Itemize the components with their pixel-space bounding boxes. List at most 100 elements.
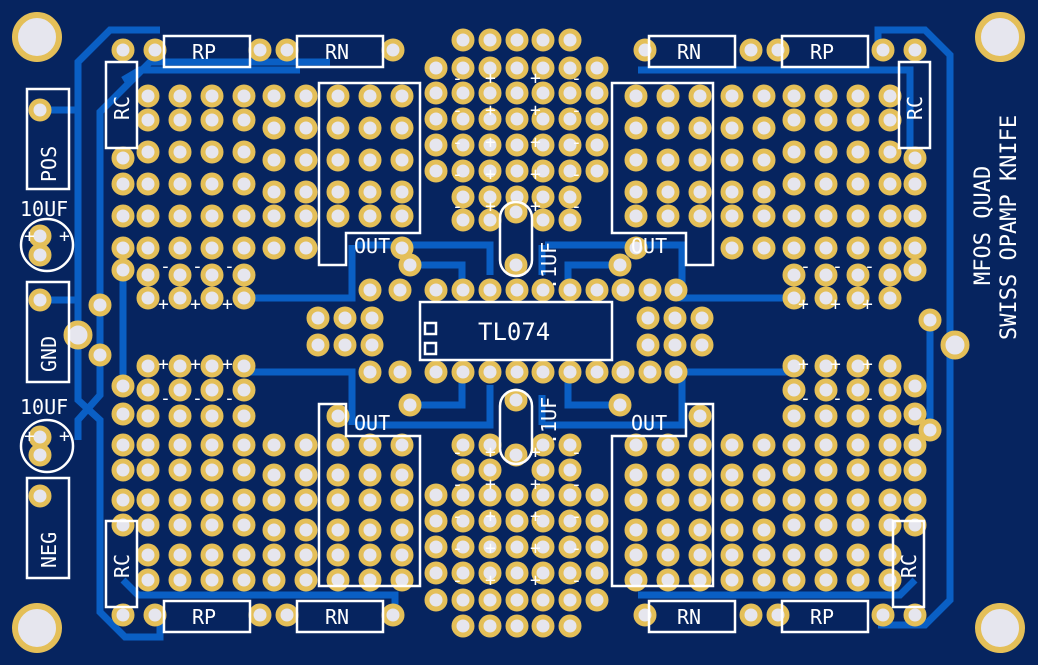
- pad: [531, 81, 555, 105]
- pad: [531, 509, 555, 533]
- pad: [878, 354, 902, 378]
- pad: [424, 483, 448, 507]
- pad: [111, 258, 135, 282]
- pad: [720, 488, 744, 512]
- pad: [505, 360, 529, 384]
- pad: [326, 84, 350, 108]
- pad: [63, 320, 93, 350]
- pad: [903, 172, 927, 196]
- pad: [558, 509, 582, 533]
- pad: [200, 354, 224, 378]
- pad: [424, 159, 448, 183]
- pad: [918, 308, 942, 332]
- pad: [478, 483, 502, 507]
- pad: [814, 568, 838, 592]
- pad: [358, 543, 382, 567]
- pad: [531, 107, 555, 131]
- pad: [585, 81, 609, 105]
- pad: [688, 488, 712, 512]
- pad: [782, 172, 806, 196]
- pads: [28, 28, 970, 638]
- pad: [294, 180, 318, 204]
- pad: [232, 378, 256, 402]
- pad: [624, 463, 648, 487]
- pad: [358, 116, 382, 140]
- pad: [690, 306, 714, 330]
- pad: [478, 133, 502, 157]
- resistor-bl-rp-outline: [162, 599, 252, 634]
- trace-tl-minus: [240, 245, 356, 302]
- pad: [111, 402, 135, 426]
- pad: [451, 360, 475, 384]
- pad: [398, 253, 422, 277]
- pad: [262, 433, 286, 457]
- pad: [200, 204, 224, 228]
- pad: [232, 108, 256, 132]
- pad: [28, 288, 52, 312]
- pad: [88, 293, 112, 317]
- trace-bl-in: [410, 380, 466, 409]
- traces: [40, 26, 954, 641]
- pad: [88, 343, 112, 367]
- pad: [585, 159, 609, 183]
- pad: [558, 28, 582, 52]
- pad: [903, 38, 927, 62]
- pad: [846, 140, 870, 164]
- pad: [814, 172, 838, 196]
- pad: [505, 483, 529, 507]
- pad: [903, 374, 927, 398]
- plus-mark: +: [862, 354, 873, 375]
- minus-mark: -: [571, 538, 582, 559]
- pad: [688, 180, 712, 204]
- ceramic-cap-top-label: .1UF: [537, 242, 561, 290]
- pad: [294, 488, 318, 512]
- minus-mark: -: [571, 506, 582, 527]
- gnd-connector-label: GND: [37, 336, 61, 372]
- minus-mark: -: [571, 474, 582, 495]
- pad: [381, 603, 405, 627]
- out-block-tr-outline: [610, 81, 715, 267]
- pad: [136, 568, 160, 592]
- pad: [752, 463, 776, 487]
- pad: [531, 433, 555, 457]
- pad: [752, 568, 776, 592]
- pad: [451, 433, 475, 457]
- pad: [688, 116, 712, 140]
- pad: [656, 180, 680, 204]
- pad: [200, 433, 224, 457]
- minus-mark: -: [571, 100, 582, 121]
- ic-notch-a: [423, 321, 438, 336]
- trace-out-bl: [355, 385, 494, 429]
- pad: [814, 263, 838, 287]
- pad: [624, 543, 648, 567]
- minus-mark: -: [452, 474, 463, 495]
- ic-notch-b: [423, 341, 438, 356]
- trace-out-tr: [545, 241, 800, 302]
- pad: [531, 133, 555, 157]
- pad: [232, 286, 256, 310]
- minus-mark: -: [800, 256, 811, 277]
- pad: [752, 148, 776, 172]
- pad: [478, 614, 502, 638]
- minus-mark: -: [452, 196, 463, 217]
- pad: [294, 568, 318, 592]
- pad: [782, 458, 806, 482]
- pad: [531, 159, 555, 183]
- minus-mark: -: [452, 506, 463, 527]
- pad: [262, 568, 286, 592]
- pad: [531, 483, 555, 507]
- pad: [846, 172, 870, 196]
- pad: [381, 38, 405, 62]
- plus-mark: +: [485, 196, 496, 217]
- board-title-line2: SWISS OPAMP KNIFE: [997, 115, 1022, 340]
- plus-mark: +: [158, 294, 169, 315]
- pad: [326, 180, 350, 204]
- pad: [752, 84, 776, 108]
- out-block-bl-outline: [317, 402, 422, 588]
- out-block-tl-label: OUT: [354, 234, 390, 258]
- resistor-br-rn-label: RN: [677, 605, 701, 629]
- pad: [720, 518, 744, 542]
- pad: [326, 568, 350, 592]
- pad: [200, 108, 224, 132]
- pad: [531, 458, 555, 482]
